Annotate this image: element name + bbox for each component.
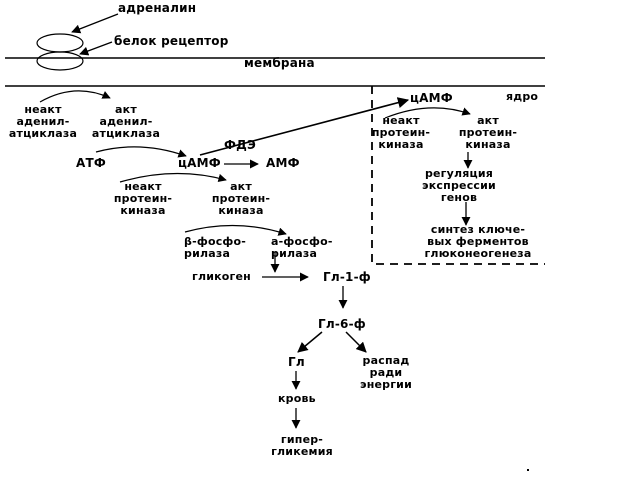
- inactive-ac-label: неакт аденил- атциклаза: [8, 103, 78, 140]
- g6p-breakdown-arrow: [345, 331, 367, 353]
- pde-label: ФДЭ: [224, 138, 256, 152]
- receptor-top-oval: [36, 33, 84, 53]
- blood-label: кровь: [278, 392, 316, 405]
- camp-nucleus-arrow: [199, 97, 410, 156]
- g6p-glucose-arrow: [297, 331, 323, 353]
- pk-activation-arc: [119, 172, 227, 183]
- nuclear-inactive-pk-label: неакт протеин- киназа: [371, 114, 431, 151]
- nucleus-label: ядро: [506, 90, 539, 103]
- phosphorylase-arc: [184, 224, 287, 236]
- ac-activation-arc: [39, 90, 111, 103]
- nuclear-active-pk-label: акт протеин- киназа: [458, 114, 518, 151]
- nucleus-boundary: [371, 86, 545, 265]
- g6p-label: Гл-6-ф: [318, 317, 366, 331]
- adrenaline-pointer: [71, 13, 119, 34]
- breakdown-label: распад ради энергии: [359, 354, 413, 391]
- phosphorylase-b-label: β-фосфо- рилаза: [184, 235, 247, 260]
- receptor-label: белок рецептор: [114, 34, 229, 48]
- hyperglycemia-label: гипер- гликемия: [271, 433, 333, 458]
- receptor-pointer: [79, 41, 113, 56]
- glycogen-label: гликоген: [192, 270, 251, 283]
- stray-dot: [527, 469, 529, 471]
- adrenaline-label: адреналин: [118, 1, 197, 15]
- membrane-label: мембрана: [244, 56, 315, 70]
- atp-label: АТФ: [76, 156, 106, 170]
- atp-camp-arc: [95, 146, 187, 158]
- active-ac-label: акт аденил- атциклаза: [91, 103, 161, 140]
- glucose-label: Гл: [288, 355, 305, 369]
- nuclear-pk-arc: [384, 107, 471, 119]
- gene-regulation-label: регуляция экспрессии генов: [422, 167, 496, 204]
- nuclear-camp-label: цАМФ: [410, 91, 453, 105]
- phosphorylase-a-label: а-фосфо- рилаза: [271, 235, 333, 260]
- receptor-bottom-oval: [36, 51, 84, 71]
- g1p-label: Гл-1-ф: [323, 270, 371, 284]
- amp-label: АМФ: [266, 156, 300, 170]
- enzyme-synthesis-label: синтез ключе- вых ферментов глюконеогене…: [424, 223, 532, 260]
- inactive-pk-label: неакт протеин- киназа: [113, 180, 173, 217]
- camp-label: цАМФ: [178, 156, 221, 170]
- active-pk-label: акт протеин- киназа: [211, 180, 271, 217]
